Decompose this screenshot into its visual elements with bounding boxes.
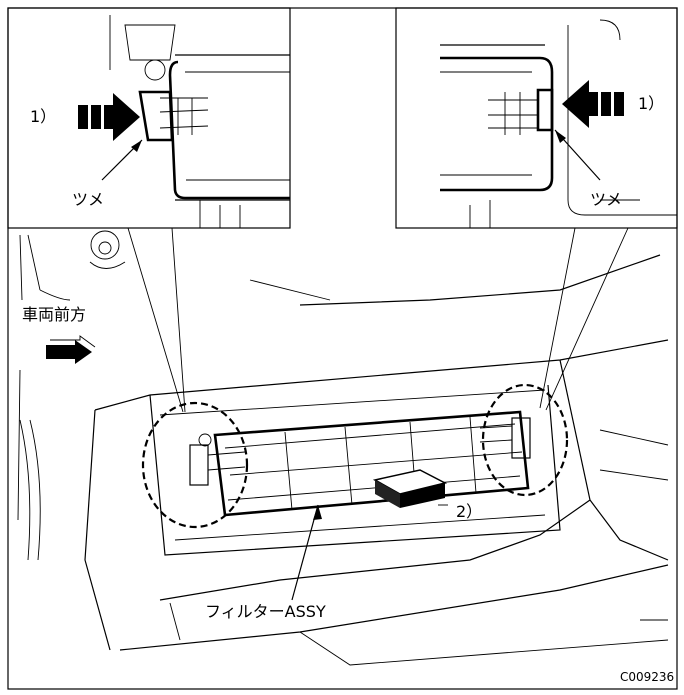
claw-label-right: ツメ [590, 190, 622, 209]
right-inset [395, 7, 678, 229]
step1-label-right: 1） [638, 94, 664, 113]
vehicle-front-label: 車両前方 [22, 305, 86, 324]
step1-label-left: 1） [30, 107, 56, 126]
right-claw-highlight [481, 383, 569, 497]
push-arrow-icon [562, 80, 624, 128]
right-inset-parts [440, 19, 677, 228]
left-claw [189, 444, 209, 486]
filter-opening [149, 384, 561, 556]
left-inset [7, 7, 291, 229]
push-arrow-icon [78, 93, 140, 141]
left-inset-parts [109, 15, 290, 228]
filter-assy [189, 410, 531, 517]
filter-leader-line [291, 504, 319, 601]
pull-direction-arrow-icon [372, 469, 448, 508]
figure-code: C009236 [620, 670, 674, 684]
vehicle-front-arrow-icon [46, 335, 96, 364]
right-claw [511, 417, 531, 459]
step2-label: 2） [456, 502, 482, 521]
filter-assy-label: フィルターASSY [205, 602, 326, 621]
glovebox-area [17, 230, 669, 666]
left-claw-highlight [141, 401, 249, 529]
figure-frame [7, 7, 678, 690]
claw-label-left: ツメ [72, 190, 104, 209]
